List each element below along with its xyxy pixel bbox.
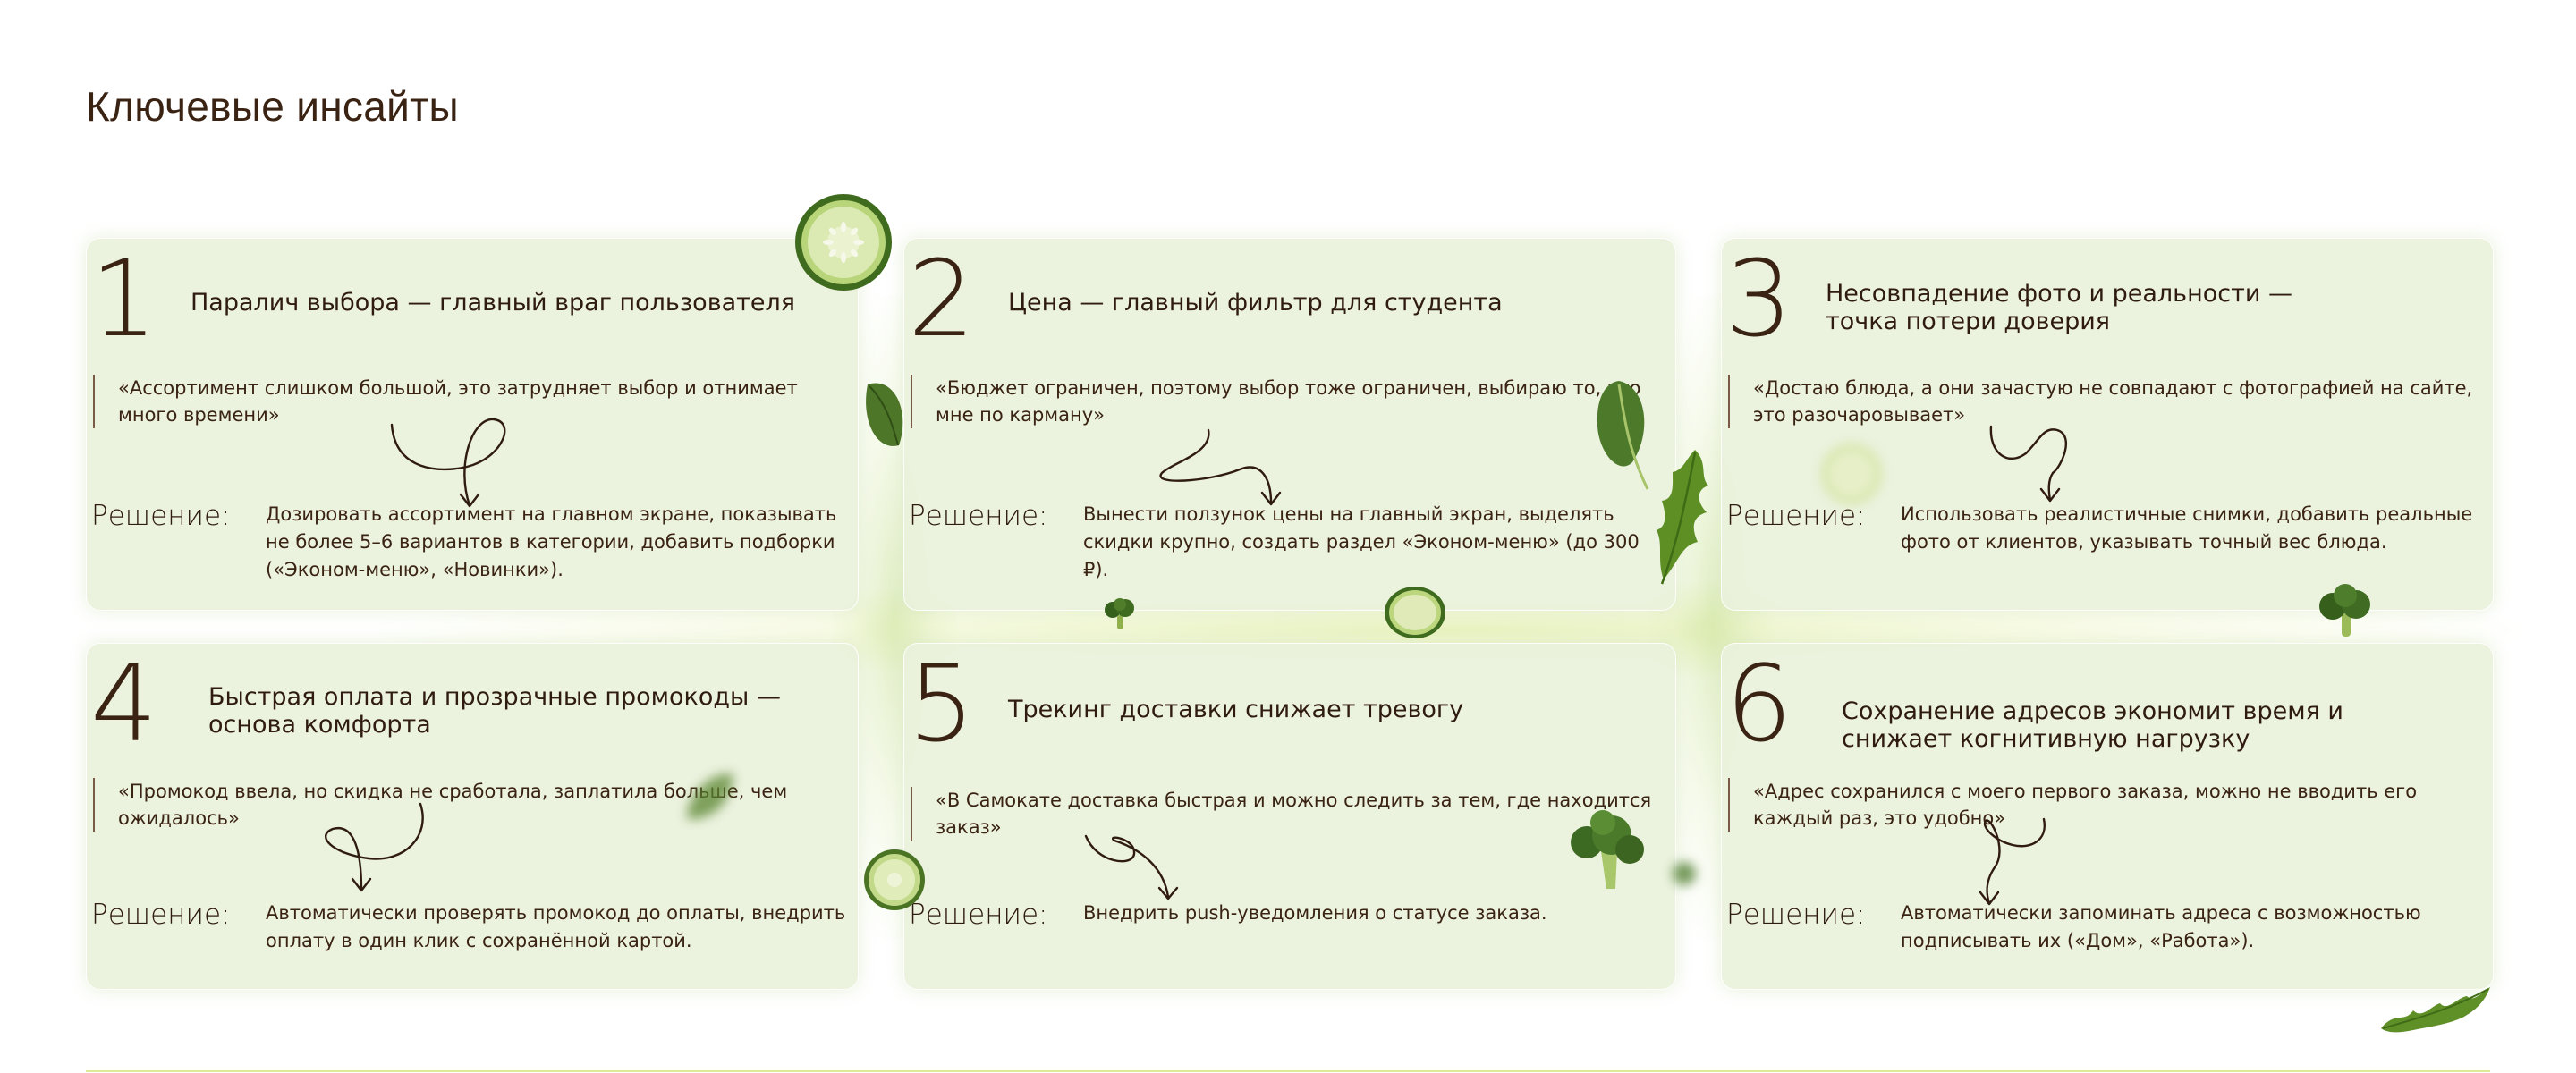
card-title: Цена — главный фильтр для студента <box>1008 289 1503 317</box>
insight-card-1: 1 Паралич выбора — главный враг пользова… <box>86 238 859 611</box>
card-title: Сохранение адресов экономит время и сниж… <box>1842 697 2343 754</box>
solution-text: Автоматически запоминать адреса с возмож… <box>1901 902 2421 951</box>
card-number: 6 <box>1725 642 1792 765</box>
card-number: 3 <box>1725 237 1792 360</box>
insight-card-4: 4 Быстрая оплата и прозрачные промокоды … <box>86 643 859 990</box>
solution-text: Внедрить push-уведомления о статусе зака… <box>1083 902 1547 924</box>
card-quote: «Адрес сохранился с моего первого заказа… <box>1728 778 2496 832</box>
card-number: 1 <box>90 237 157 360</box>
card-quote: «Достаю блюда, а они зачастую не совпада… <box>1728 375 2496 428</box>
bottom-divider <box>86 1070 2490 1072</box>
card-title: Трекинг доставки снижает тревогу <box>1008 696 1464 723</box>
card-quote: «В Самокате доставка быстрая и можно сле… <box>911 787 1678 841</box>
page-title: Ключевые инсайты <box>86 83 459 130</box>
insight-card-6: 6 Сохранение адресов экономит время и сн… <box>1721 643 2494 990</box>
insight-card-3: 3 Несовпадение фото и реальности — точка… <box>1721 238 2494 611</box>
card-quote: «Ассортимент слишком большой, это затруд… <box>93 375 860 428</box>
solution-text: Дозировать ассортимент на главном экране… <box>266 503 837 580</box>
card-title: Несовпадение фото и реальности — точка п… <box>1826 280 2292 336</box>
arugula-leaf-icon <box>2381 987 2490 1033</box>
solution-label: Решение: <box>91 500 231 532</box>
card-quote: «Промокод ввела, но скидка не сработала,… <box>93 778 860 832</box>
card-number: 4 <box>90 642 157 765</box>
card-number: 5 <box>908 642 975 765</box>
curved-arrow-icon <box>1084 834 1179 900</box>
curved-arrow-icon <box>390 418 506 508</box>
solution-label: Решение: <box>91 899 231 931</box>
solution-text: Автоматически проверять промокод до опла… <box>266 902 846 951</box>
solution-text: Использовать реалистичные снимки, добави… <box>1901 503 2473 553</box>
solution-label: Решение: <box>1726 899 1866 931</box>
solution-label: Решение: <box>909 899 1048 931</box>
curved-arrow-icon <box>1979 817 2046 906</box>
card-number: 2 <box>908 237 975 360</box>
curved-arrow-icon <box>1159 428 1282 506</box>
insight-card-5: 5 Трекинг доставки снижает тревогу «В Са… <box>903 643 1676 990</box>
card-title: Паралич выбора — главный враг пользовате… <box>191 289 796 317</box>
solution-label: Решение: <box>909 500 1048 532</box>
solution-label: Решение: <box>1726 500 1866 532</box>
card-quote: «Бюджет ограничен, поэтому выбор тоже ог… <box>911 375 1678 428</box>
solution-text: Вынести ползунок цены на главный экран, … <box>1083 503 1640 580</box>
curved-arrow-icon <box>1989 425 2068 503</box>
insight-card-2: 2 Цена — главный фильтр для студента «Бю… <box>903 238 1676 611</box>
insights-grid: 1 Паралич выбора — главный враг пользова… <box>86 238 2494 990</box>
card-title: Быстрая оплата и прозрачные промокоды — … <box>208 683 781 739</box>
curved-arrow-icon <box>325 802 424 892</box>
